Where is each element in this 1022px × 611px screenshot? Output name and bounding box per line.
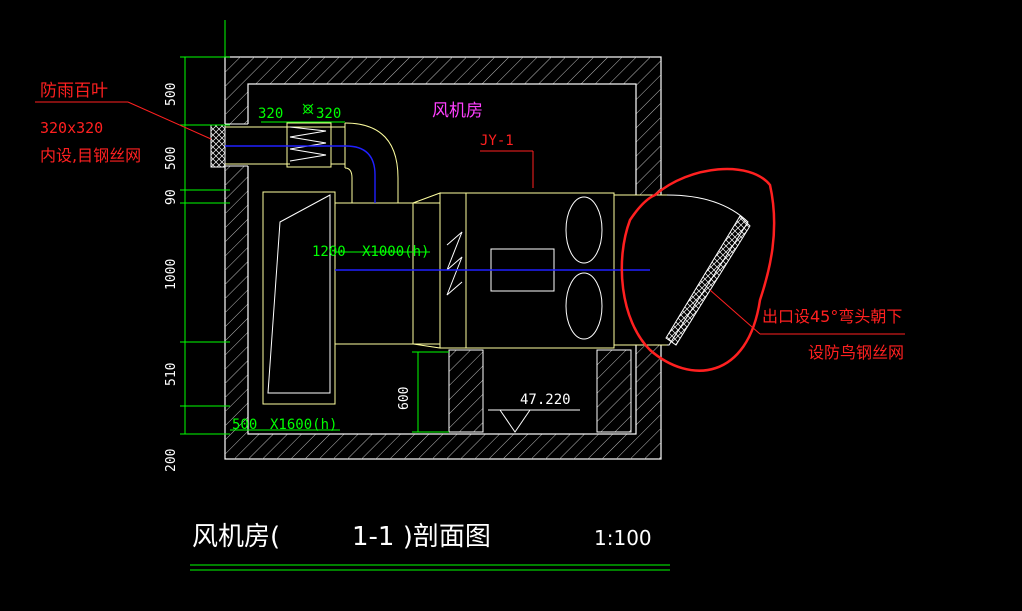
dim-v-3: 90 (164, 189, 179, 205)
base-left (448, 349, 484, 433)
louver-mesh: 内设,目钢丝网 (40, 146, 141, 165)
room-name: 风机房 (432, 101, 483, 121)
dim-v-6: 200 (164, 449, 179, 472)
dim-v-5: 510 (164, 363, 179, 386)
revision-cloud (620, 167, 776, 372)
annotations-red (35, 101, 905, 372)
dim-duct-mid-w: 1200 (312, 244, 346, 260)
fan-blade-bottom (565, 272, 603, 340)
dim-v-1: 500 (164, 83, 179, 106)
dim-base-height: 600 (397, 387, 412, 410)
elevation-marker (488, 409, 580, 433)
dim-v-2: 500 (164, 147, 179, 170)
title-section: 1-1 )剖面图 (352, 522, 491, 552)
duct-elbow (344, 122, 399, 203)
drawing-scale: 1:100 (594, 526, 652, 550)
top-silencer (286, 122, 332, 168)
dimension-lines (180, 20, 670, 571)
louver-size: 320x320 (40, 119, 103, 137)
duct-centerlines (225, 145, 650, 271)
outlet-note-2: 设防鸟钢丝网 (808, 343, 904, 362)
equipment (210, 122, 751, 433)
dim-duct-bottom-w: 500 (232, 417, 257, 433)
dim-duct-bottom-h: X1600(h) (270, 417, 337, 433)
bird-mesh (665, 215, 751, 346)
wall-inner (247, 83, 637, 435)
fan-blade-top (565, 196, 603, 264)
dim-v-4: 1000 (164, 259, 179, 290)
elevation-value: 47.220 (520, 392, 571, 408)
dim-duct-mid-h: X1000(h) (362, 244, 429, 260)
dim-duct-top-right: 320 (316, 106, 341, 122)
louver-title: 防雨百叶 (40, 81, 108, 101)
outlet-elbow (666, 194, 749, 346)
dim-duct-top-left: 320 (258, 106, 283, 122)
base-right (596, 349, 632, 433)
left-plenum (262, 191, 336, 405)
rain-louver (210, 124, 226, 168)
equipment-tag: JY-1 (480, 133, 514, 149)
outlet-note-1: 出口设45°弯头朝下 (762, 307, 902, 326)
intake-opening (224, 124, 249, 166)
title-main: 风机房( (192, 522, 280, 552)
texts: 防雨百叶 320x320 内设,目钢丝网 风机房 JY-1 出口设45°弯头朝下… (40, 81, 904, 552)
